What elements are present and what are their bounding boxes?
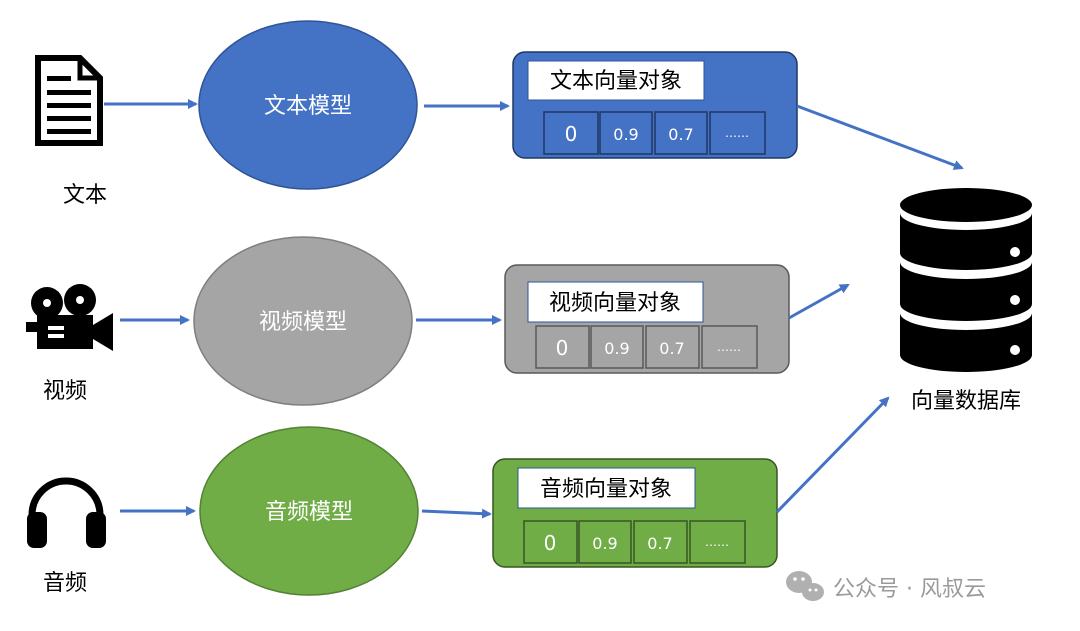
row-text: 文本 文本模型 文本向量对象 0 0.9 0.7 …… bbox=[35, 20, 964, 208]
video-vector-cell: 0.9 bbox=[604, 339, 629, 358]
audio-vector-cell: 0.9 bbox=[592, 534, 617, 553]
video-vector-object: 视频向量对象 0 0.9 0.7 …… bbox=[504, 264, 790, 374]
text-vector-cell: 0.7 bbox=[668, 125, 693, 144]
watermark-text: 公众号 · 风叔云 bbox=[833, 577, 986, 602]
text-vector-cell: 0.9 bbox=[613, 125, 638, 144]
video-model-label: 视频模型 bbox=[259, 310, 347, 335]
arrow-text-vector-to-database bbox=[796, 104, 964, 170]
arrow-audio-model-to-vector bbox=[421, 508, 492, 519]
input-label-video: 视频 bbox=[43, 379, 87, 404]
text-vector-object: 文本向量对象 0 0.9 0.7 …… bbox=[512, 51, 798, 159]
audio-vector-cell: …… bbox=[705, 535, 729, 549]
input-label-text: 文本 bbox=[63, 183, 107, 208]
video-vector-cell: 0 bbox=[556, 336, 569, 360]
audio-vector-object: 音频向量对象 0 0.9 0.7 …… bbox=[492, 458, 778, 568]
text-vector-cell: 0 bbox=[565, 122, 578, 146]
video-vector-title: 视频向量对象 bbox=[549, 291, 681, 316]
video-camera-icon bbox=[26, 284, 113, 351]
text-vector-title: 文本向量对象 bbox=[550, 69, 682, 94]
audio-vector-cell: 0 bbox=[544, 531, 557, 555]
audio-vector-title: 音频向量对象 bbox=[540, 477, 672, 502]
text-model-node bbox=[198, 20, 418, 190]
wechat-icon bbox=[786, 571, 824, 601]
database-icon bbox=[900, 188, 1032, 372]
document-icon bbox=[35, 55, 103, 146]
row-audio: 音频 音频模型 音频向量对象 0 0.9 0.7 …… bbox=[27, 396, 890, 596]
audio-model-label: 音频模型 bbox=[265, 500, 353, 525]
arrow-video-vector-to-database bbox=[788, 283, 850, 320]
text-model-label: 文本模型 bbox=[264, 94, 352, 119]
row-video: 视频 视频模型 视频向量对象 0 0.9 0.7 …… bbox=[26, 236, 850, 406]
audio-vector-cell: 0.7 bbox=[647, 534, 672, 553]
audio-model-node bbox=[199, 426, 419, 596]
arrow-audio-vector-to-database bbox=[775, 396, 890, 514]
video-vector-cell: …… bbox=[717, 340, 741, 354]
input-label-audio: 音频 bbox=[43, 571, 87, 596]
text-vector-cell: …… bbox=[725, 126, 749, 140]
database-label: 向量数据库 bbox=[911, 389, 1021, 414]
video-vector-cell: 0.7 bbox=[659, 339, 684, 358]
video-model-node bbox=[193, 236, 413, 406]
headphones-icon bbox=[27, 477, 106, 548]
